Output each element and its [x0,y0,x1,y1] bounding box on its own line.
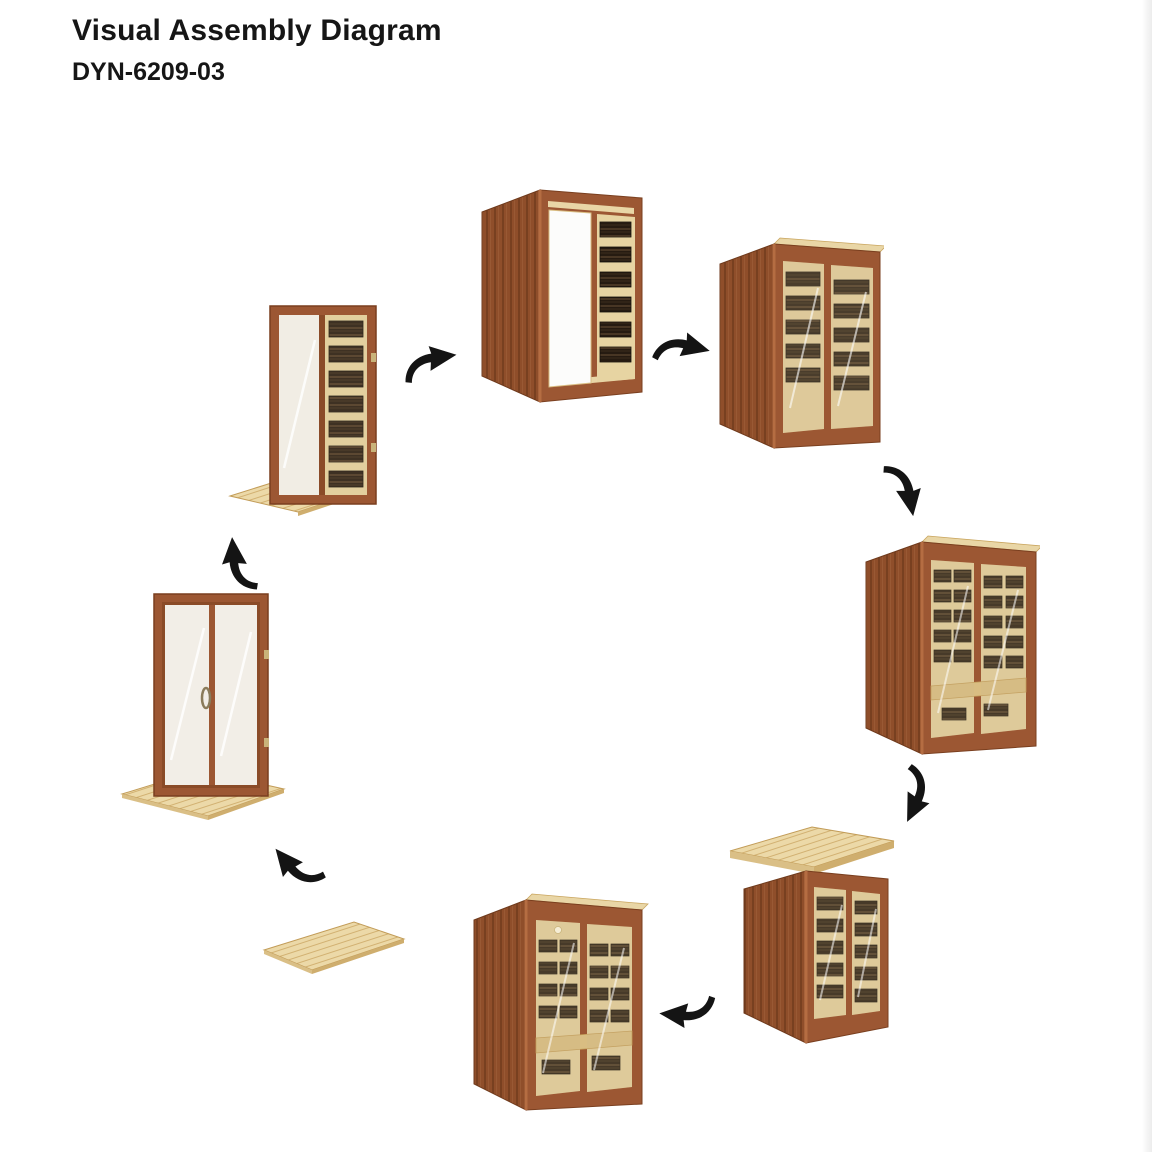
arrow-three-walls-to-four-walls-icon [880,457,928,525]
roof-panel [729,826,895,874]
side-wall [481,189,541,403]
side-wall [719,243,775,449]
assembly-step-roof-panel-added [712,805,897,1063]
assembly-step-heater-wall-on-floor [228,298,393,543]
heater-panels [599,221,632,363]
hinge-icons [264,650,269,747]
roof-panel-added-icon [729,826,895,1044]
arrow-front-side-wall-to-three-walls-icon [648,323,717,375]
page-title: Visual Assembly Diagram [72,14,442,47]
side-wall [473,899,527,1111]
ceiling-light-icon [554,926,562,934]
assembly-step-front-and-side-wall [478,178,646,423]
assembly-step-three-walls [716,228,884,468]
header: Visual Assembly Diagram DYN-6209-03 [72,14,442,87]
assembled-sauna-icon [473,893,649,1111]
side-wall [865,541,923,755]
arrow-door-wall-to-heater-wall-icon [217,530,260,595]
door-handle-icon [200,686,212,710]
bench [535,1030,633,1054]
assembly-step-floor-panel [258,912,410,974]
door-opening [548,209,592,388]
door-wall-on-floor-icon [120,593,286,820]
floor-panel-icon [262,921,406,974]
assembly-step-four-walls [862,528,1040,773]
front-and-side-wall-icon [481,189,643,403]
heater-panels [328,320,364,488]
page-edge-shadow [1142,0,1152,1152]
hinge-icons [371,353,376,452]
three-walls-icon [719,237,884,449]
assembly-step-door-wall-on-floor [118,588,290,833]
heater-panels [538,939,630,1023]
arrow-floor-panel-to-door-wall-icon [262,830,331,902]
arrow-heater-wall-to-front-side-wall-icon [398,340,465,386]
four-walls-icon [865,535,1040,755]
heater-panels [933,569,1024,669]
model-number: DYN-6209-03 [72,58,225,86]
heater-panels [785,271,870,391]
assembly-step-assembled-sauna [468,888,653,1128]
arrow-roof-to-assembled-icon [653,989,718,1032]
heater-wall-on-floor-icon [228,305,377,516]
side-wall [743,870,807,1044]
